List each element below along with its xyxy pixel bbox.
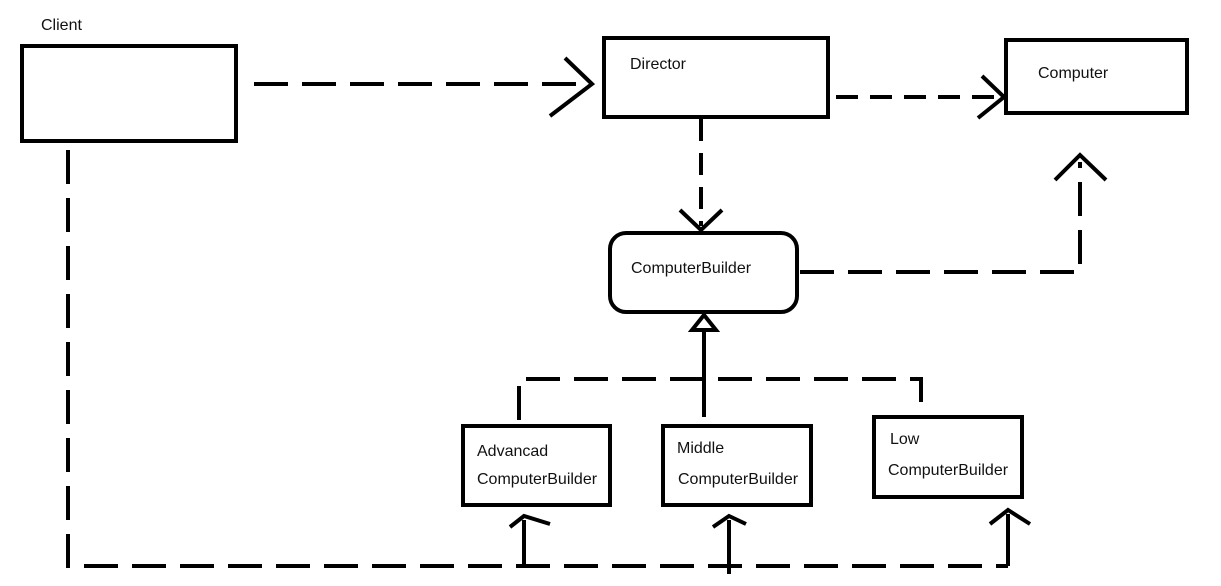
advanced-builder-label-line1: Advancad (477, 443, 548, 460)
edge-inheritance-bus (517, 377, 923, 420)
computer-box (1004, 38, 1189, 115)
computer-node: Computer (1004, 38, 1189, 115)
edge-client-middle-arrowhead (711, 513, 747, 529)
edge-builder-computer (800, 152, 1108, 274)
edge-director-builder-arrowhead (678, 208, 724, 233)
edge-director-computer-arrowhead (976, 74, 1008, 120)
edge-inheritance (517, 311, 923, 420)
edge-builder-computer-arrowhead (1053, 152, 1108, 182)
edge-director-builder (678, 119, 724, 233)
client-node: Client (20, 17, 238, 143)
edge-client-builders-line (66, 150, 1008, 568)
middle-builder-box (661, 424, 813, 507)
edge-client-director (254, 56, 596, 118)
low-builder-label-line2: ComputerBuilder (888, 462, 1009, 479)
low-builder-label-line1: Low (890, 431, 920, 448)
edge-client-low-arrowhead (988, 507, 1032, 526)
director-node: Director (602, 36, 830, 119)
edge-builder-computer-line (800, 162, 1082, 274)
edge-client-director-arrowhead (548, 56, 596, 118)
advanced-builder-label-line2: ComputerBuilder (477, 471, 598, 488)
advanced-builder-box (461, 424, 612, 507)
computer-builder-box (608, 231, 799, 314)
director-label: Director (630, 56, 687, 73)
middle-builder-label-line2: ComputerBuilder (678, 471, 799, 488)
low-builder-node: Low ComputerBuilder (872, 415, 1024, 499)
director-box (602, 36, 830, 119)
low-builder-box (872, 415, 1024, 499)
client-box (20, 44, 238, 143)
client-label: Client (41, 17, 82, 34)
edge-client-advanced-arrowhead (508, 513, 551, 529)
edge-director-computer (836, 74, 1008, 120)
advanced-builder-node: Advancad ComputerBuilder (461, 424, 612, 507)
middle-builder-node: Middle ComputerBuilder (661, 424, 813, 507)
edge-client-builders (66, 150, 1032, 574)
computer-builder-node: ComputerBuilder (608, 231, 799, 314)
middle-builder-label-line1: Middle (677, 440, 724, 457)
inheritance-triangle-head (687, 311, 721, 332)
computer-builder-label: ComputerBuilder (631, 260, 752, 277)
computer-label: Computer (1038, 65, 1109, 82)
